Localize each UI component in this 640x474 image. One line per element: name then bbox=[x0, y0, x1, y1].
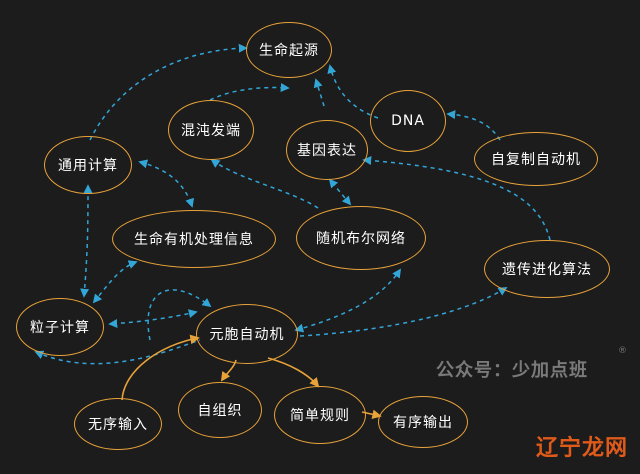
link-particle-to-universal bbox=[80, 184, 93, 298]
node-life-info-processing: 生命有机处理信息 bbox=[112, 210, 276, 268]
node-universal-computation: 通用计算 bbox=[44, 136, 132, 194]
node-unordered-input: 无序输入 bbox=[74, 398, 162, 450]
site-logo: 辽宁龙网 bbox=[536, 436, 629, 461]
link-rbn-to-gene bbox=[328, 178, 352, 206]
link-genetic-to-gene bbox=[362, 156, 551, 241]
node-gene-expression: 基因表达 bbox=[286, 120, 368, 180]
node-self-replicating-automaton: 自复制自动机 bbox=[474, 132, 598, 186]
link-cellular-to-particle bbox=[108, 309, 198, 329]
node-simple-rules: 简单规则 bbox=[274, 386, 366, 444]
link-particle-to-lifeinfo bbox=[92, 260, 138, 304]
link-universal-to-origin bbox=[89, 43, 248, 141]
registered-mark: ® bbox=[618, 346, 627, 356]
node-particle-computation: 粒子计算 bbox=[16, 298, 104, 356]
node-chaos-edge: 混沌发端 bbox=[168, 100, 254, 160]
link-input-to-cellular bbox=[121, 334, 200, 401]
node-random-boolean-network: 随机布尔网络 bbox=[296, 206, 426, 270]
link-cellular-self-loop bbox=[147, 289, 212, 341]
node-genetic-algorithm: 遗传进化算法 bbox=[484, 240, 610, 298]
node-dna: DNA bbox=[370, 90, 446, 152]
node-origin-of-life: 生命起源 bbox=[246, 22, 332, 78]
link-cellular-to-rbn bbox=[294, 268, 401, 333]
link-cellular-to-genetic bbox=[299, 287, 508, 337]
link-gene-to-origin bbox=[313, 78, 325, 107]
link-universal-to-lifeinfo bbox=[138, 159, 194, 208]
watermark-text: 公众号：少加点班 bbox=[436, 360, 588, 381]
node-self-organization: 自组织 bbox=[178, 382, 262, 438]
link-selfrep-to-dna bbox=[446, 110, 501, 141]
link-chaos-to-origin bbox=[209, 82, 290, 101]
link-cellular-to-rules bbox=[267, 357, 320, 388]
node-ordered-output: 有序输出 bbox=[378, 396, 468, 448]
node-cellular-automaton: 元胞自动机 bbox=[196, 304, 298, 364]
link-particle-to-cellular-lower bbox=[34, 339, 201, 365]
link-rbn-to-chaos bbox=[210, 158, 319, 209]
link-dna-to-origin bbox=[327, 64, 379, 119]
